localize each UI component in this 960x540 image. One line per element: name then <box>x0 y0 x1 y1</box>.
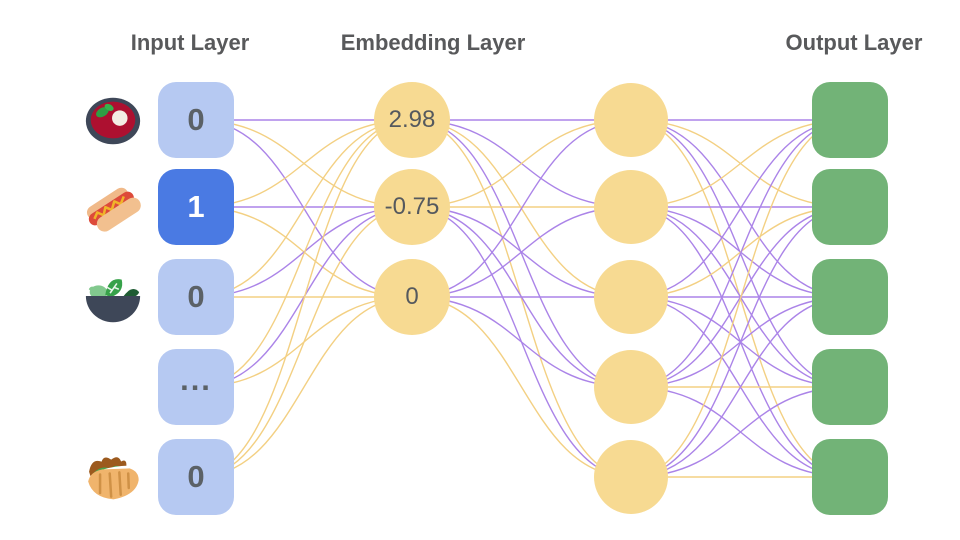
hidden-node <box>594 440 668 514</box>
input-node: 0 <box>158 82 234 158</box>
embedding-node-value: 2.98 <box>388 106 436 133</box>
input-layer-title: Input Layer <box>130 30 250 55</box>
connection-edge <box>411 119 632 478</box>
embedding-node: 2.98 <box>374 82 450 158</box>
embedding-node: 0 <box>374 259 450 335</box>
connection-edge <box>630 119 851 298</box>
connection-edge <box>195 206 413 478</box>
output-node <box>812 349 888 425</box>
embedding-layer-title: Embedding Layer <box>340 30 526 55</box>
connection-edge <box>411 119 632 388</box>
input-node-value: 1 <box>187 189 205 224</box>
input-node-value: ... <box>180 362 212 397</box>
input-node-value: 0 <box>187 279 205 314</box>
connection-edge <box>630 206 851 478</box>
connection-edge <box>195 119 413 388</box>
embedding-node-value: -0.75 <box>384 193 440 220</box>
borscht-soup-icon <box>85 97 141 145</box>
hidden-node <box>594 350 668 424</box>
embedding-node-value: 0 <box>405 283 419 310</box>
output-node <box>812 259 888 335</box>
input-node-value: 0 <box>187 102 205 137</box>
hidden-node <box>594 260 668 334</box>
connection-edge <box>411 119 632 298</box>
salad-bowl-icon <box>85 279 141 323</box>
output-node <box>812 439 888 515</box>
hidden-node <box>594 83 668 157</box>
stuffed-flatbread-icon <box>87 457 139 500</box>
connection-edge <box>630 119 851 388</box>
input-node: 0 <box>158 439 234 515</box>
connection-edge <box>630 119 851 478</box>
connection-edge <box>411 296 632 478</box>
hot-dog-icon <box>86 187 141 232</box>
input-node: 0 <box>158 259 234 335</box>
embedding-node: -0.75 <box>374 169 450 245</box>
output-node <box>812 82 888 158</box>
input-node-selected: 1 <box>158 169 234 245</box>
connection-edge <box>630 296 851 478</box>
input-node-value: 0 <box>187 459 205 494</box>
output-node <box>812 169 888 245</box>
output-layer-title: Output Layer <box>785 30 923 55</box>
connection-edge <box>195 119 413 478</box>
input-node-ellipsis: ... <box>158 349 234 425</box>
hidden-node <box>594 170 668 244</box>
